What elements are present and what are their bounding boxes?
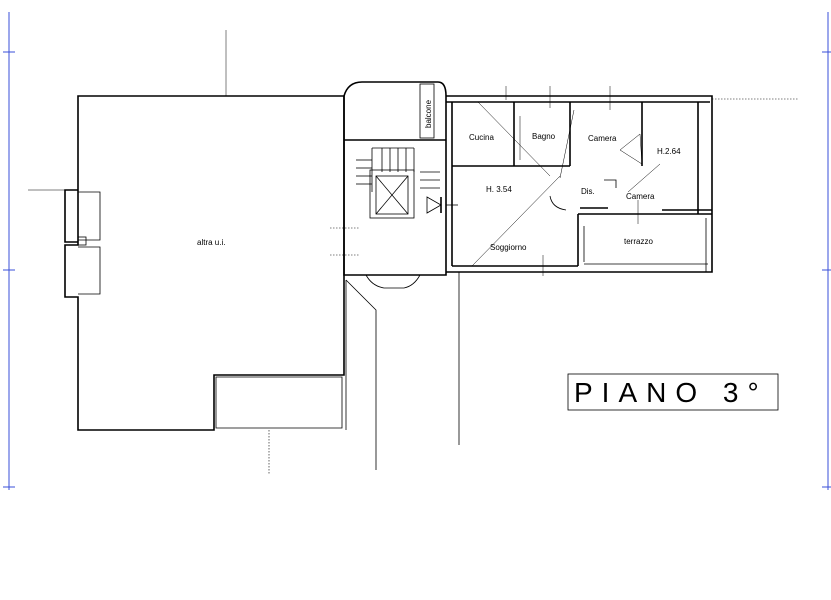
- label-altra-ui: altra u.i.: [197, 238, 225, 247]
- neighbor-unit-block: [28, 30, 360, 475]
- label-height-2: H.2.64: [657, 147, 681, 156]
- plan-title: PIANO 3°: [574, 377, 768, 408]
- stair-flight: [356, 147, 440, 219]
- label-camera-2: Camera: [626, 192, 655, 201]
- label-height-1: H. 3.54: [486, 185, 512, 194]
- label-terrazzo: terrazzo: [624, 237, 653, 246]
- label-cucina: Cucina: [469, 133, 494, 142]
- stairwell-block: [343, 81, 460, 470]
- label-camera-1: Camera: [588, 134, 617, 143]
- entrance-door-icon: [426, 196, 458, 214]
- label-dis: Dis.: [581, 187, 595, 196]
- sheet-frame: [3, 12, 831, 490]
- label-soggiorno: Soggiorno: [490, 243, 527, 252]
- plan-title-box: PIANO 3°: [567, 373, 779, 411]
- label-balcone: balcone: [424, 99, 433, 128]
- label-bagno: Bagno: [532, 132, 556, 141]
- apartment-block: [446, 86, 798, 276]
